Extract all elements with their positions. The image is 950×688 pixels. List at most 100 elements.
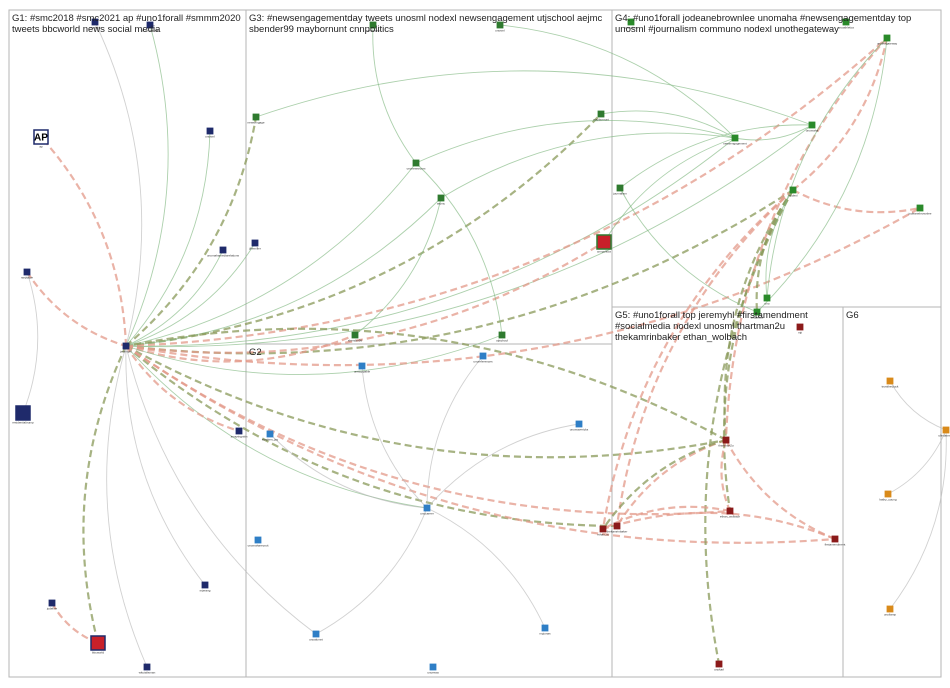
- node-residentialstrump[interactable]: residentialtrump: [12, 406, 34, 425]
- group-label-g3-line-1: sbender99 maybornunt cnnpolitics: [249, 24, 394, 35]
- node-label: cnnpolitics: [597, 250, 612, 254]
- node-icon: [252, 240, 258, 246]
- group-box-g4: [612, 10, 941, 307]
- group-label-g5-line-2: thekamrinbaker ethan_wolbach: [615, 332, 747, 343]
- edge-jeremyhl-ap: [41, 137, 126, 346]
- node-unomavericks[interactable]: unomavericks: [570, 421, 589, 432]
- group-label-g4-line-1: unosml #journalism communo nodexl unothe…: [615, 24, 839, 35]
- node-jlifemiller[interactable]: jlifemiller: [248, 240, 261, 251]
- node-aejmc[interactable]: aejmc: [437, 195, 446, 206]
- node-label: unoliamp: [884, 613, 897, 617]
- edge-jeremyhl-unocareer: [126, 346, 427, 508]
- node-sbender99[interactable]: sbender99: [348, 332, 363, 343]
- node-ranjitajoe[interactable]: ranjitajoe: [21, 269, 34, 280]
- node-label: amazingnitin: [231, 435, 248, 439]
- edge-kathy_young-ulindasmith: [888, 430, 946, 494]
- node-icon: [617, 185, 623, 191]
- node-label: thekamrinbaker: [607, 530, 628, 534]
- node-label: trusttheclock: [882, 385, 899, 389]
- node-icon: [352, 332, 358, 338]
- node-icon: [576, 421, 582, 427]
- node-icon: [542, 625, 548, 631]
- node-unonewsroom[interactable]: unonewsroom: [407, 160, 426, 171]
- node-icon: [480, 353, 486, 359]
- node-myjonas[interactable]: myjonas: [539, 625, 551, 636]
- node-unothegateway[interactable]: unothegateway: [877, 35, 898, 46]
- node-unoessa[interactable]: unoessa: [427, 664, 439, 675]
- node-icon: [220, 247, 226, 253]
- node-uno[interactable]: uno: [764, 295, 770, 306]
- node-label: unosml: [205, 135, 215, 139]
- node-label: thartman2u: [718, 444, 734, 448]
- edge-jeremyhl-unoalumni: [126, 346, 316, 634]
- node-stephen_jay[interactable]: stephen_jay: [262, 431, 279, 442]
- edge-nodexl-jodeanebrownlee: [793, 190, 920, 212]
- node-trusttheclock[interactable]: trusttheclock: [882, 378, 899, 389]
- node-label: unosml: [495, 29, 505, 33]
- node-label: unomavericks: [570, 428, 589, 432]
- node-icon: [732, 135, 738, 141]
- group-label-g2-line-0: G2: [249, 347, 262, 358]
- node-kathy_young[interactable]: kathy_young: [879, 491, 896, 502]
- node-icon: [267, 431, 273, 437]
- node-wkutalisman[interactable]: wkutalisman: [139, 664, 156, 675]
- node-maybornunt[interactable]: maybornunt: [593, 111, 609, 122]
- node-icon: [887, 606, 893, 612]
- node-icon: [424, 505, 430, 511]
- node-label: residentialtrump: [12, 421, 34, 425]
- node-label: unoathletics: [838, 26, 855, 30]
- node-label: bbcworld: [92, 651, 104, 655]
- group-label-g1-line-0: G1: #smc2018 #smc2021 ap #uno1forall #sm…: [12, 13, 241, 24]
- node-icon: [885, 491, 891, 497]
- node-firstamendment[interactable]: firstamendment: [825, 536, 846, 547]
- node-unomahamediarelations[interactable]: unomahamediarelations: [207, 247, 240, 258]
- node-cnnpolitics[interactable]: cnnpolitics: [597, 235, 612, 254]
- node-utjschool[interactable]: utjschool: [496, 332, 508, 343]
- node-unosml[interactable]: unosml: [205, 128, 215, 139]
- edge-jeremyhl-g1top: [95, 22, 142, 346]
- node-unomaharecruit[interactable]: unomaharecruit: [248, 537, 269, 548]
- node-icon: [600, 526, 606, 532]
- node-nodexl[interactable]: nodexl: [789, 187, 798, 198]
- node-g5top[interactable]: mjt: [797, 324, 803, 335]
- node-icon: [727, 508, 733, 514]
- edge-unopolice-unothegateway: [757, 38, 887, 312]
- node-unoalumni[interactable]: unoalumni: [309, 631, 323, 642]
- node-bbcworld[interactable]: bbcworld: [91, 636, 105, 655]
- node-label: mjerang: [200, 589, 211, 593]
- node-mjerang[interactable]: mjerang: [200, 582, 211, 593]
- node-label: unoalumni: [309, 638, 323, 642]
- node-label: jodeline: [46, 607, 58, 611]
- edge-unoliamp-ulindasmith: [890, 430, 946, 609]
- node-journalism[interactable]: journalism: [612, 185, 627, 196]
- edge-unomavericks-unocareer: [427, 424, 579, 508]
- edge-communo-unonewsroom: [373, 25, 416, 163]
- node-label: unothegateway: [877, 42, 898, 46]
- edge-jeremyhl-wkutalisman: [107, 346, 147, 667]
- node-unoliamp[interactable]: unoliamp: [884, 606, 897, 617]
- node-icon: [716, 661, 722, 667]
- node-icon: [614, 523, 620, 529]
- node-label: stephen_jay: [262, 438, 279, 442]
- edge-unomaha-journalism: [620, 125, 812, 188]
- node-icon: [253, 114, 259, 120]
- node-icon: [917, 205, 923, 211]
- node-label: unoessa: [427, 671, 439, 675]
- node-label: ap: [39, 145, 43, 149]
- node-ulindasmith[interactable]: ulindasmith: [938, 427, 950, 438]
- node-newsengage[interactable]: newsengage: [247, 114, 264, 125]
- node-label: unonewsroom: [407, 167, 426, 171]
- node-label: journalism: [612, 192, 627, 196]
- node-label: uno: [764, 302, 769, 306]
- node-label: kathy_young: [879, 498, 896, 502]
- edge-newsengagement-unonewsroom: [416, 120, 735, 163]
- edge-residentialstrump-ranjitajoe: [23, 272, 38, 413]
- edge-jeremyhl-aejmc: [126, 198, 441, 346]
- node-unokarl[interactable]: unokarl: [714, 661, 724, 672]
- node-jodeline[interactable]: jodeline: [46, 600, 58, 611]
- edge-unoreferences-unocareer: [427, 356, 483, 508]
- node-label: maybornunt: [593, 118, 609, 122]
- node-icon: [723, 437, 729, 443]
- node-label: newsengage: [247, 121, 264, 125]
